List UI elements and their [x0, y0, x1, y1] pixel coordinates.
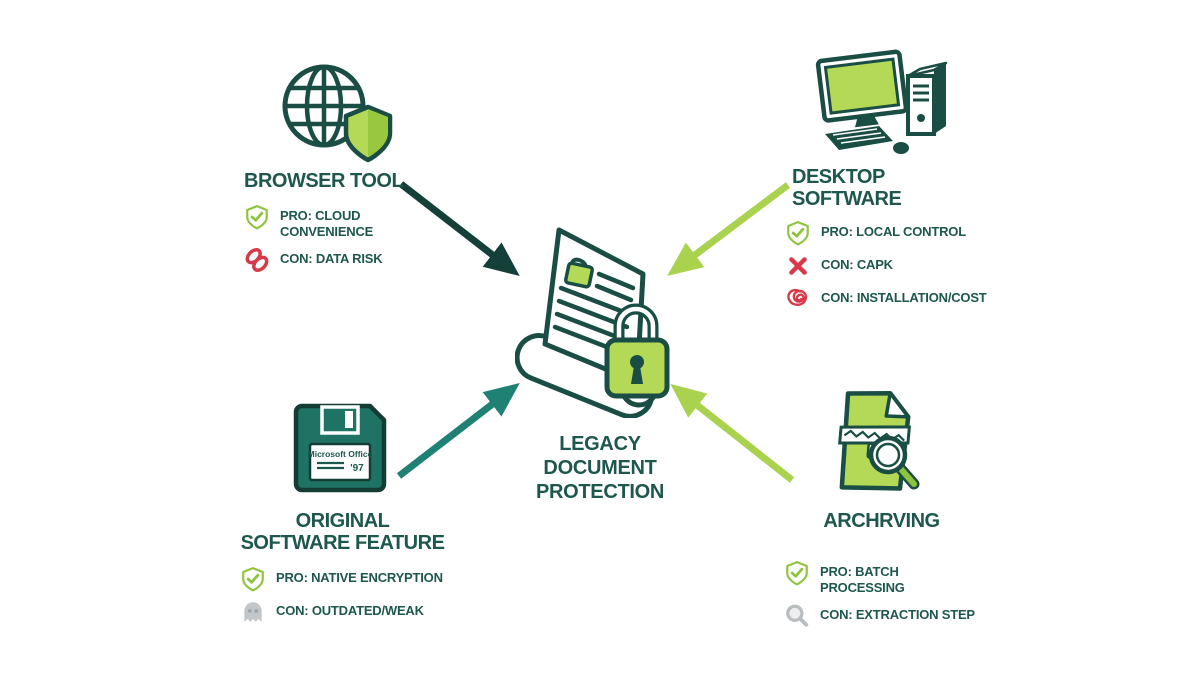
arrow-archiving-to-center: [670, 383, 795, 483]
con-label: CON: OUTDATED/WEAK: [276, 603, 424, 618]
node-archiving: ARCHRVING PRO: BATCH PROCESSING: [784, 388, 979, 636]
node-title-archiving: ARCHRVING: [823, 510, 940, 532]
zip-file-magnifier-icon: [828, 388, 920, 494]
center-title: LEGACY DOCUMENT PROTECTION: [505, 432, 695, 504]
pro-item-cloud-convenience: PRO: CLOUD CONVENIENCE: [244, 204, 434, 240]
center-title-line-3: PROTECTION: [535, 481, 665, 503]
pro-item-native-encryption: PRO: NATIVE ENCRYPTION: [240, 566, 445, 592]
node-desktop-software: DESKTOP SOFTWARE PRO: LOCAL CONTROL: [785, 46, 995, 319]
shield-check-icon: [784, 560, 810, 586]
shield-check-icon: [785, 220, 811, 246]
con-label: CON: EXTRACTION STEP: [820, 607, 975, 622]
con-item-capk: CON: CAPK: [785, 253, 995, 279]
node-browser-tool: BROWSER TOOL PRO: CLOUD CONVENIENCE: [244, 60, 434, 280]
con-item-data-risk: CON: DATA RISK: [244, 247, 434, 273]
pro-label: PRO: NATIVE ENCRYPTION: [276, 570, 443, 585]
floppy-label-text: Microsoft Office: [308, 449, 373, 459]
con-label: CON: CAPK: [821, 257, 893, 272]
con-item-extraction-step: CON: EXTRACTION STEP: [784, 603, 979, 629]
pro-label: PRO: CLOUD CONVENIENCE: [280, 208, 374, 239]
scribble-tangle-icon: [785, 286, 811, 312]
con-item-installation-cost: CON: INSTALLATION/COST: [785, 286, 995, 312]
node-title-browser-tool: BROWSER TOOL: [244, 170, 404, 192]
node-title-desktop-software: DESKTOP SOFTWARE: [792, 166, 902, 210]
pro-label: PRO: LOCAL CONTROL: [821, 224, 966, 239]
center-title-line-2: DOCUMENT: [543, 457, 657, 479]
globe-shield-icon: [278, 60, 393, 164]
node-title-original-software: ORIGINAL SOFTWARE FEATURE: [240, 510, 445, 554]
x-mark-icon: [785, 253, 811, 279]
desktop-computer-icon: [813, 46, 955, 158]
pro-item-batch-processing: PRO: BATCH PROCESSING: [784, 560, 979, 596]
magnifier-gray-icon: [784, 603, 810, 629]
con-label: CON: INSTALLATION/COST: [821, 290, 987, 305]
shield-check-icon: [244, 204, 270, 230]
node-center-legacy-document: LEGACY DOCUMENT PROTECTION: [505, 222, 695, 504]
ghost-icon: [240, 599, 266, 625]
floppy-year-text: '97: [350, 463, 364, 474]
pro-label: PRO: BATCH PROCESSING: [820, 564, 905, 595]
floppy-disk-icon: Microsoft Office '97: [292, 402, 388, 494]
center-title-line-1: LEGACY: [559, 433, 641, 455]
con-label: CON: DATA RISK: [280, 251, 383, 266]
node-original-software: Microsoft Office '97 ORIGINAL SOFTWARE F…: [240, 402, 445, 632]
locked-document-scroll-icon: [515, 222, 685, 418]
shield-check-icon: [240, 566, 266, 592]
con-item-outdated-weak: CON: OUTDATED/WEAK: [240, 599, 445, 625]
pro-item-local-control: PRO: LOCAL CONTROL: [785, 220, 995, 246]
chain-link-icon: [244, 247, 270, 273]
